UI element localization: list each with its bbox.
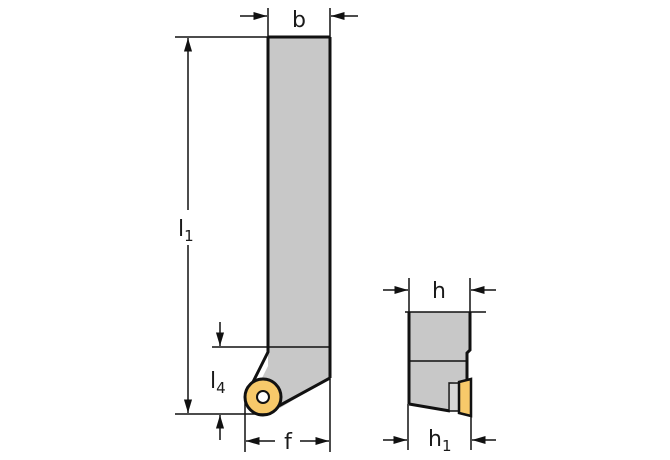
label-h: h <box>432 279 446 304</box>
dimension-h: h <box>383 278 496 312</box>
side-view: h h1 <box>383 278 496 455</box>
label-b: b <box>292 8 306 33</box>
dimension-f: f <box>244 378 331 455</box>
dimension-b: b <box>240 8 358 37</box>
insert-seat <box>448 382 460 412</box>
label-l1: l1 <box>178 217 194 245</box>
label-f: f <box>284 430 293 455</box>
dimension-h1: h1 <box>383 404 496 455</box>
label-l4: l4 <box>210 369 226 397</box>
insert-side <box>457 377 473 418</box>
shank-body <box>262 37 330 408</box>
dimension-l4: l4 <box>210 322 330 440</box>
label-h1: h1 <box>428 427 452 455</box>
dimension-l1: l1 <box>175 36 270 415</box>
insert-hole <box>256 390 270 404</box>
main-view: b l1 l4 f <box>175 8 358 455</box>
